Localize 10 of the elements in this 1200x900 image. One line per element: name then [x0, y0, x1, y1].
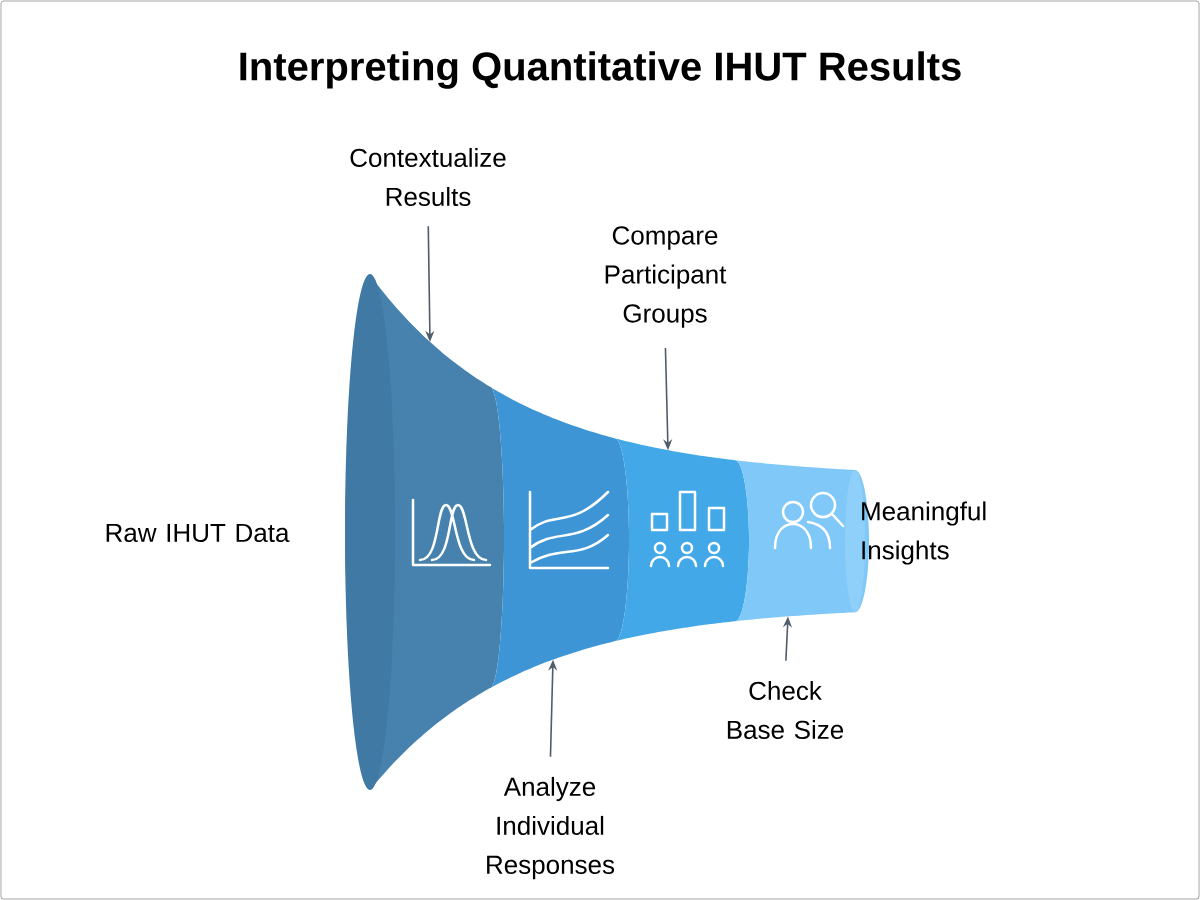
step-label: Contextualize Results [350, 147, 506, 207]
side-label: Meaningful Insights [862, 501, 986, 565]
step-label: Compare Participant Groups [605, 226, 727, 328]
side-label: Raw IHUT Data [106, 523, 290, 543]
step-label: Check Base Size [727, 680, 844, 740]
step-label: Analyze Individual Responses [487, 776, 615, 880]
funnel-segment [490, 386, 629, 689]
funnel-segment [345, 274, 504, 790]
funnel-segment [615, 438, 749, 642]
title: Interpreting Quantitative IHUT Results [240, 51, 961, 89]
